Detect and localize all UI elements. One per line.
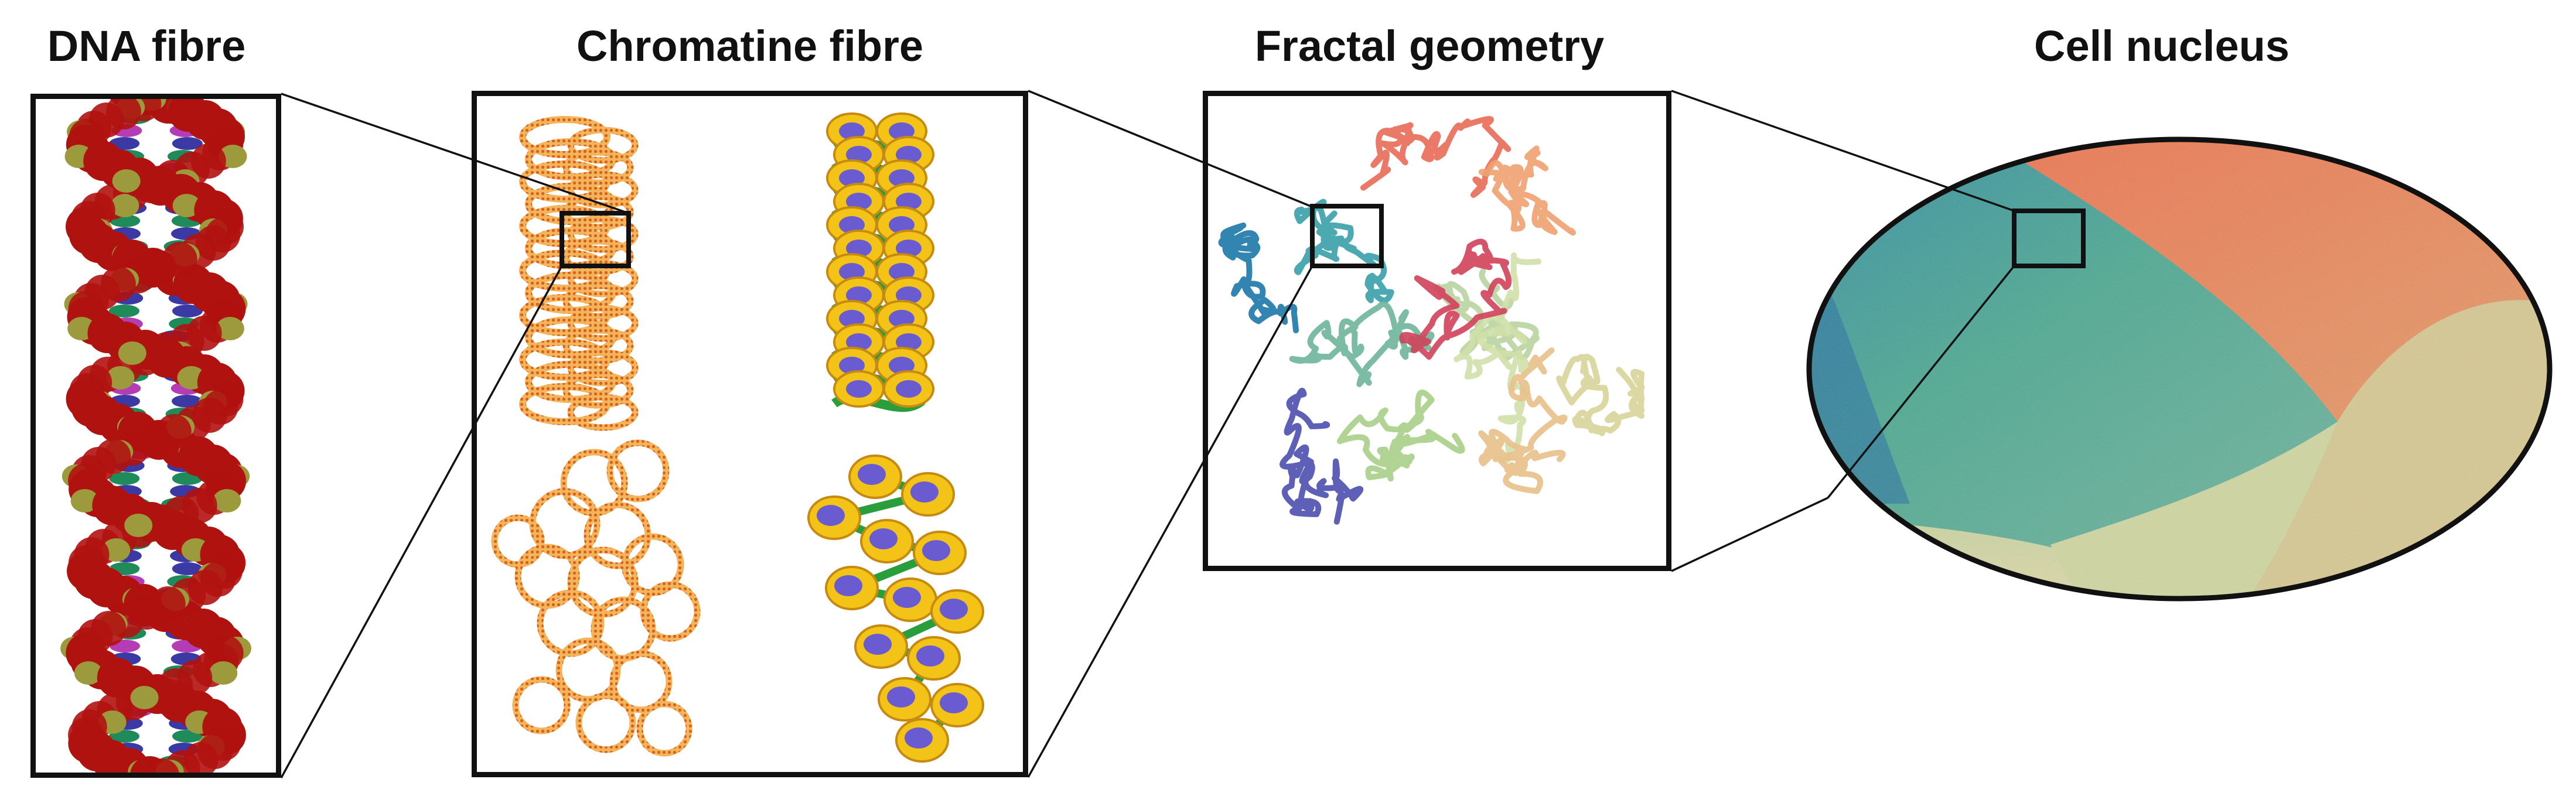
title-fractal-geometry: Fractal geometry [1254,22,1605,70]
chromatin-zigzag-nucleosomes [807,455,984,763]
chromatin-zigzag-dotted [491,439,701,757]
dna-double-helix-illustration [60,99,251,773]
fractal-geometry-panel [1203,91,1671,571]
dna-helix-strands [60,99,251,773]
title-dna-fibre: DNA fibre [47,22,246,70]
chromatine-fibre-panel [472,91,1028,777]
cell-nucleus-ellipse [1806,136,2553,602]
title-chromatine-fibre: Chromatine fibre [576,22,924,70]
title-cell-nucleus: Cell nucleus [2034,22,2290,70]
chromatin-solenoid-nucleosomes [826,112,934,412]
chromatin-solenoid-dotted [519,116,639,431]
fractal-globule-chain [1218,116,1645,525]
dna-fibre-panel [30,94,281,778]
fractal-globule-illustration [1218,116,1645,525]
chromatine-fibre-illustration [491,112,984,763]
zoom-box-nucleus [2012,209,2086,268]
